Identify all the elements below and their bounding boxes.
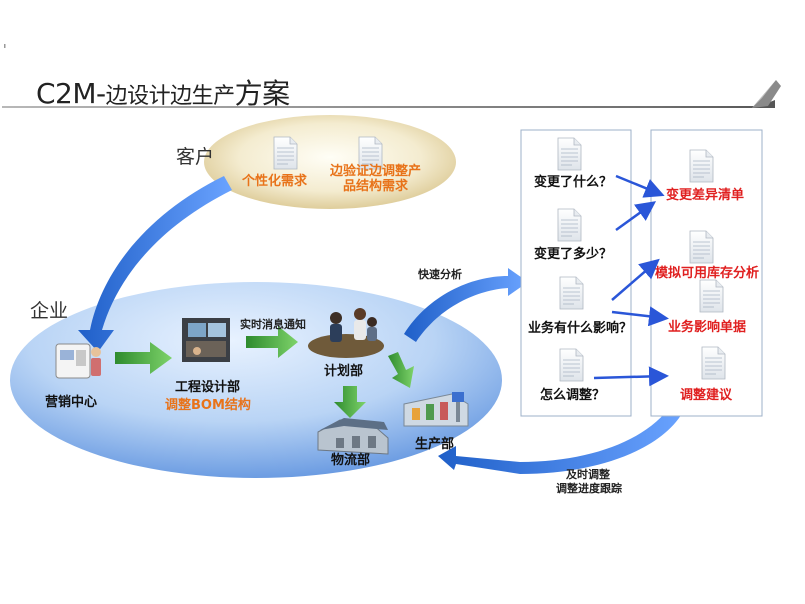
output-impact-docs: 业务影响单据: [668, 320, 747, 335]
dept-engineering: 工程设计部: [175, 380, 241, 395]
green-arrow: [115, 342, 172, 374]
output-inventory-analysis: 模拟可用库存分析: [655, 266, 760, 281]
connector-arrow: [593, 366, 669, 387]
document-icon: [557, 208, 582, 242]
green-arrow: [388, 352, 414, 388]
edge-mark: [4, 44, 6, 48]
engineering-photo: [182, 318, 230, 362]
document-icon: [689, 230, 714, 264]
title-part2: 方案: [234, 77, 291, 110]
dept-production: 生产部: [415, 437, 455, 452]
connector-arrow: [611, 258, 660, 301]
question-how-adjust: 怎么调整？: [540, 388, 606, 403]
question-what: 变更了什么？: [534, 175, 613, 190]
document-icon: [559, 276, 584, 310]
note-realtime: 实时消息通知: [240, 318, 306, 331]
feedback-arrow: [438, 404, 684, 474]
document-icon: [701, 346, 726, 380]
note-tracking: 调整进度跟踪: [556, 482, 622, 495]
dept-logistics: 物流部: [331, 453, 371, 468]
connector-arrow: [615, 174, 665, 198]
question-how-much: 变更了多少？: [534, 247, 613, 262]
marketing-center-icon: [55, 343, 101, 379]
enterprise-section-label: 企业: [30, 300, 69, 322]
green-arrow: [334, 386, 366, 418]
question-impact: 业务有什么影响？: [528, 321, 633, 336]
need-personalized: 个性化需求: [242, 174, 308, 189]
title-c2m: C2M-: [36, 77, 106, 110]
green-arrow: [246, 326, 298, 358]
connector-arrow: [611, 306, 669, 327]
logistics-icon: [317, 418, 389, 455]
document-icon: [699, 279, 724, 313]
title-part1: 边设计边生产: [105, 84, 236, 109]
note-adjust: 及时调整: [566, 468, 610, 481]
document-icon: [557, 137, 582, 171]
dept-engineering-sub: 调整BOM结构: [165, 398, 251, 413]
title-underline: [2, 80, 781, 108]
production-icon: [403, 392, 469, 427]
output-diff-list: 变更差异清单: [666, 188, 745, 203]
customer-section-label: 客户: [176, 146, 215, 168]
planning-icon: [308, 308, 384, 358]
need-structure: 边验证边调整产 品结构需求: [330, 164, 422, 194]
document-icon: [273, 136, 298, 170]
note-quick: 快速分析: [418, 268, 462, 281]
page-title: C2M-边设计边生产方案: [36, 72, 290, 112]
customer-to-enterprise-arrow: [78, 176, 232, 352]
customer-ellipse: [204, 115, 456, 209]
document-icon: [559, 348, 584, 382]
dept-planning: 计划部: [324, 364, 364, 379]
document-icon: [689, 149, 714, 183]
output-adjust-advice: 调整建议: [680, 388, 733, 403]
dept-marketing: 营销中心: [45, 395, 98, 410]
quick-analysis-arrow: [404, 268, 528, 342]
connector-arrow: [615, 201, 657, 232]
